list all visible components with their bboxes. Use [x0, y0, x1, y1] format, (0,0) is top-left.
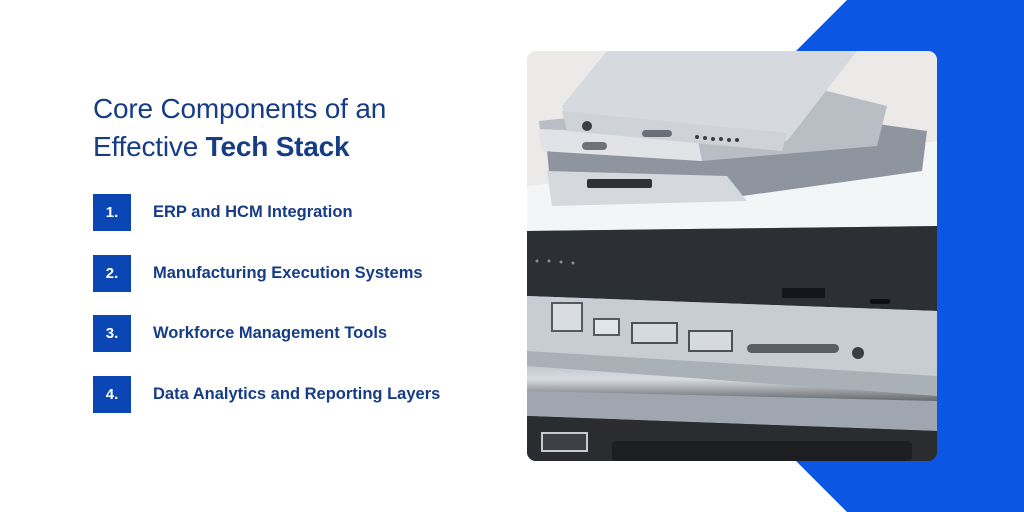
number-badge: 3. — [93, 315, 131, 352]
list-item: 2. Manufacturing Execution Systems — [93, 255, 513, 292]
devices-photo — [527, 51, 937, 461]
number-badge: 1. — [93, 194, 131, 231]
devices-illustration — [527, 51, 937, 461]
list-item-label: Data Analytics and Reporting Layers — [153, 385, 441, 403]
list-item-label: Workforce Management Tools — [153, 324, 388, 342]
list-item: 3. Workforce Management Tools — [93, 315, 513, 352]
page-title: Core Components of an Effective Tech Sta… — [93, 90, 386, 166]
list-item: 4. Data Analytics and Reporting Layers — [93, 376, 513, 413]
list-item: 1. ERP and HCM Integration — [93, 194, 513, 231]
title-line-1: Core Components of an — [93, 93, 387, 124]
list-item-label: Manufacturing Execution Systems — [153, 264, 423, 282]
title-line-2-regular: Effective — [93, 131, 206, 162]
list-item-label: ERP and HCM Integration — [153, 203, 353, 221]
title-line-2-bold: Tech Stack — [205, 131, 350, 162]
number-badge: 4. — [93, 376, 131, 413]
number-badge: 2. — [93, 255, 131, 292]
title-line-2: Effective Tech Stack — [93, 128, 386, 166]
